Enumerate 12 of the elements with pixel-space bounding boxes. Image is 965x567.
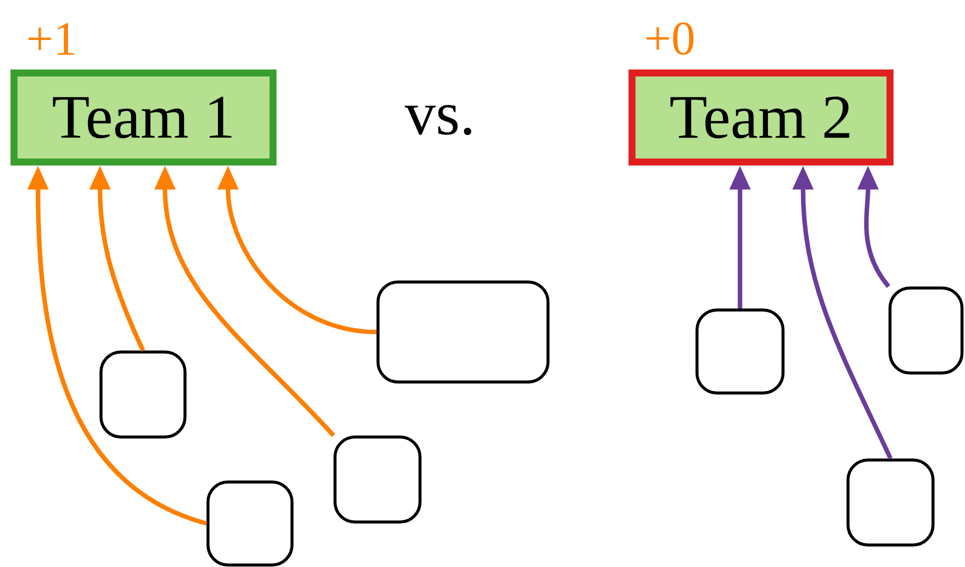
team-box: Team 2 [628,70,894,166]
vs-label: vs. [404,104,472,136]
team-box: Team 1 [10,70,276,166]
empty-box [100,350,186,438]
empty-box [334,436,422,524]
empty-box [846,458,935,546]
score-label: +1 [28,23,74,55]
score-label: +0 [646,22,694,55]
empty-box [376,280,550,384]
empty-box [206,480,294,566]
empty-box [888,286,964,374]
empty-box [696,308,785,394]
